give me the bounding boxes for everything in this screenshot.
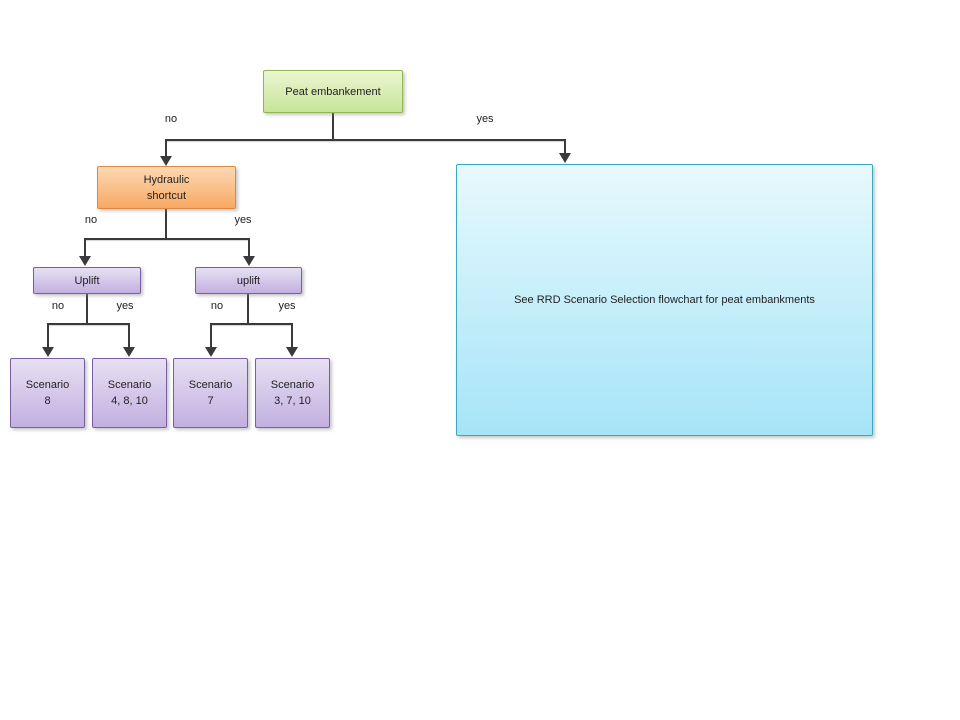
connector-uplift-left-yes-drop [128, 323, 130, 349]
connector-root-stem [332, 113, 334, 141]
node-scenario-8-line1: Scenario [25, 379, 70, 391]
connector-hydraulic-yes-drop [248, 238, 250, 258]
node-scenario-3-7-10-line1: Scenario [270, 379, 315, 391]
node-see-rrd-flowchart-label: See RRD Scenario Selection flowchart for… [514, 294, 815, 306]
edge-label-uplift-left-yes: yes [116, 300, 134, 312]
connector-uplift-right-crossbar [210, 323, 292, 325]
node-uplift-yes-branch: uplift [195, 267, 302, 294]
arrow-to-uplift-yes [243, 256, 255, 266]
node-scenario-7-line1: Scenario [188, 379, 233, 391]
edge-label-uplift-left-no: no [51, 300, 65, 312]
arrow-to-hydraulic-shortcut [160, 156, 172, 166]
node-scenario-4-8-10-line2: 4, 8, 10 [111, 395, 148, 407]
arrow-to-uplift-no [79, 256, 91, 266]
arrow-to-scenario-4-8-10 [123, 347, 135, 357]
node-uplift-no-branch-label: Uplift [74, 274, 100, 287]
node-see-rrd-flowchart: See RRD Scenario Selection flowchart for… [456, 164, 873, 436]
connector-hydraulic-no-drop [84, 238, 86, 258]
arrow-to-see-rrd [559, 153, 571, 163]
node-scenario-8-line2: 8 [44, 395, 51, 407]
arrow-to-scenario-8 [42, 347, 54, 357]
edge-label-root-yes: yes [476, 113, 494, 125]
node-uplift-no-branch: Uplift [33, 267, 141, 294]
arrow-to-scenario-3-7-10 [286, 347, 298, 357]
connector-uplift-right-stem [247, 294, 249, 325]
node-uplift-yes-branch-label: uplift [236, 274, 261, 287]
node-hydraulic-shortcut-line2: shortcut [146, 189, 187, 202]
edge-label-root-no: no [164, 113, 178, 125]
node-scenario-4-8-10-line1: Scenario [107, 379, 152, 391]
connector-uplift-left-stem [86, 294, 88, 325]
node-scenario-8: Scenario 8 [10, 358, 85, 428]
node-hydraulic-shortcut: Hydraulic shortcut [97, 166, 236, 209]
connector-uplift-left-crossbar [47, 323, 130, 325]
node-scenario-3-7-10: Scenario 3, 7, 10 [255, 358, 330, 428]
edge-label-uplift-right-yes: yes [278, 300, 296, 312]
node-scenario-3-7-10-line2: 3, 7, 10 [274, 395, 311, 407]
connector-uplift-right-yes-drop [291, 323, 293, 349]
node-peat-embankment-label: Peat embankement [285, 85, 381, 98]
edge-label-uplift-right-no: no [210, 300, 224, 312]
connector-hydraulic-crossbar [84, 238, 250, 240]
connector-root-crossbar [165, 139, 566, 141]
connector-root-no-drop [165, 139, 167, 158]
node-hydraulic-shortcut-line1: Hydraulic [143, 173, 190, 186]
arrow-to-scenario-7 [205, 347, 217, 357]
node-scenario-7-line2: 7 [207, 395, 214, 407]
connector-hydraulic-stem [165, 209, 167, 240]
edge-label-hydraulic-yes: yes [234, 214, 252, 226]
connector-uplift-left-no-drop [47, 323, 49, 349]
node-peat-embankment: Peat embankement [263, 70, 403, 113]
connector-root-yes-drop [564, 139, 566, 155]
node-scenario-7: Scenario 7 [173, 358, 248, 428]
connector-uplift-right-no-drop [210, 323, 212, 349]
node-scenario-4-8-10: Scenario 4, 8, 10 [92, 358, 167, 428]
edge-label-hydraulic-no: no [84, 214, 98, 226]
